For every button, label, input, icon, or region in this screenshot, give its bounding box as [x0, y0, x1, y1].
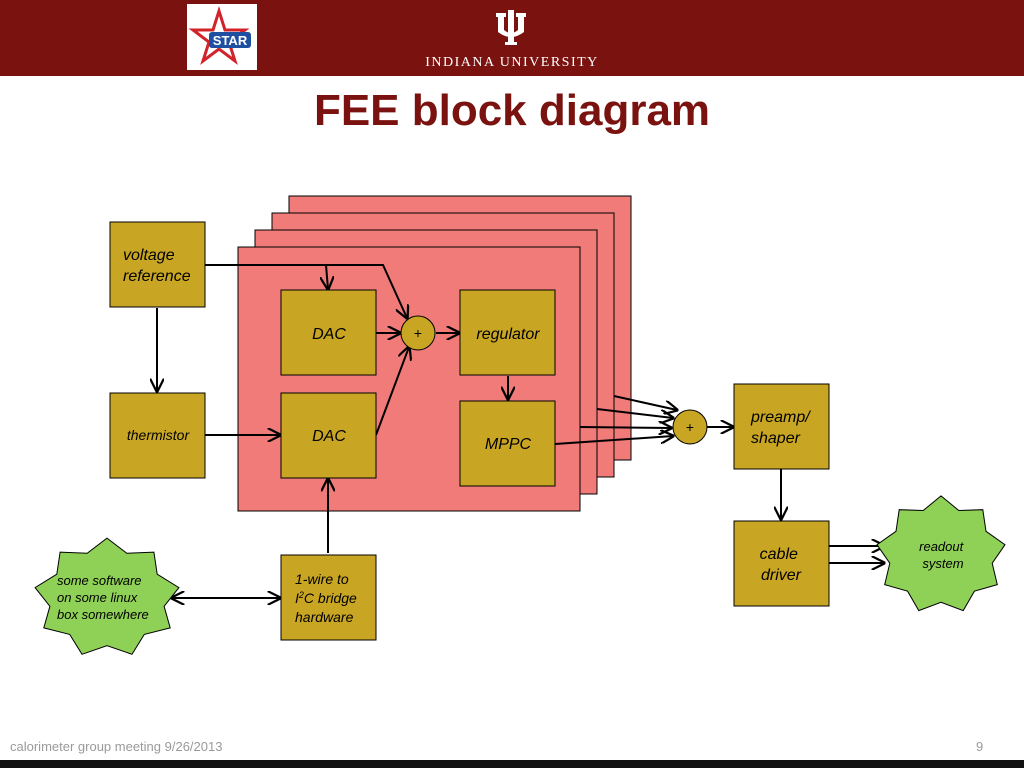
mppc-label: MPPC: [485, 436, 532, 453]
header-bar: STAR INDIANA UNIVERSITY: [0, 0, 1024, 76]
summing-node-right-label: +: [686, 419, 694, 435]
cable-driver-block: [733, 520, 830, 607]
dac-bottom-label: DAC: [312, 428, 346, 445]
software-cloud: [34, 537, 180, 655]
dac-bottom-block: [280, 392, 377, 479]
star-logo: STAR: [187, 4, 257, 70]
summing-node-right: [672, 409, 708, 445]
regulator-block: [459, 289, 556, 376]
software-label: some software on some linux box somewher…: [57, 573, 149, 622]
bridge-block: [280, 554, 377, 641]
university-name: INDIANA UNIVERSITY: [425, 55, 599, 70]
mppc-to-sum-arrow: [554, 436, 673, 445]
preamp-shaper-label: preamp/ shaper: [750, 409, 814, 447]
iu-trident-icon: [496, 10, 526, 45]
dac-bottom-to-sum-arrow: [375, 347, 409, 436]
thermistor-label: thermistor: [127, 427, 191, 443]
voltage-reference-label: voltage reference: [123, 247, 191, 285]
slide-title: FEE block diagram: [313, 86, 711, 135]
preamp-shaper-block: [733, 383, 830, 470]
board2-to-sum-arrow: [596, 408, 673, 418]
summing-node-left-label: +: [414, 325, 422, 341]
thermistor-block: [109, 392, 206, 479]
dac-top-block: [280, 289, 377, 376]
readout-system-label: readout system: [919, 539, 967, 571]
cable-driver-label: cable driver: [760, 546, 803, 584]
footer-bar: [0, 760, 1024, 768]
regulator-label: regulator: [476, 326, 540, 343]
voltage-reference-block: [109, 221, 206, 308]
vref-to-sum-arrow: [326, 264, 407, 318]
star-logo-text: STAR: [213, 33, 248, 48]
mppc-block: [459, 400, 556, 487]
board3-to-sum-arrow: [613, 395, 677, 410]
page-number: 9: [976, 739, 984, 754]
dac-top-label: DAC: [312, 326, 346, 343]
footer-text: calorimeter group meeting 9/26/2013: [10, 739, 223, 754]
summing-node-left: [400, 315, 436, 351]
bridge-label: 1-wire to I2C bridge hardware: [295, 571, 361, 625]
readout-cloud: [876, 495, 1006, 612]
board1-to-sum-arrow: [579, 427, 671, 428]
